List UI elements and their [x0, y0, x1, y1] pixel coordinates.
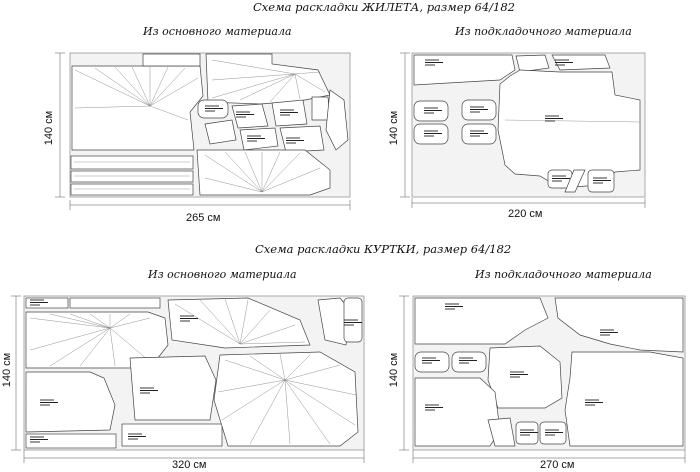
jacket-layout-title: Схема раскладки КУРТКИ, размер 64/182: [255, 242, 512, 256]
vest-lining-subtitle: Из подкладочного материала: [455, 25, 632, 38]
jacket-lining-board: [399, 295, 686, 463]
jacket-main-width-label: 320 см: [172, 459, 207, 471]
jacket-main-board: [11, 295, 365, 463]
vest-main-width-label: 265 см: [186, 212, 221, 224]
vest-layout-title: Схема раскладки ЖИЛЕТА, размер 64/182: [253, 0, 515, 14]
vest-main-board: [55, 52, 351, 210]
jacket-lining-width-label: 270 см: [540, 459, 575, 471]
vest-lining-width-label: 220 см: [508, 208, 543, 220]
jacket-lining-subtitle: Из подкладочного материала: [475, 268, 652, 281]
vest-main-subtitle: Из основного материала: [143, 25, 292, 38]
jacket-main-subtitle: Из основного материала: [148, 268, 297, 281]
vest-lining-board: [400, 52, 646, 208]
